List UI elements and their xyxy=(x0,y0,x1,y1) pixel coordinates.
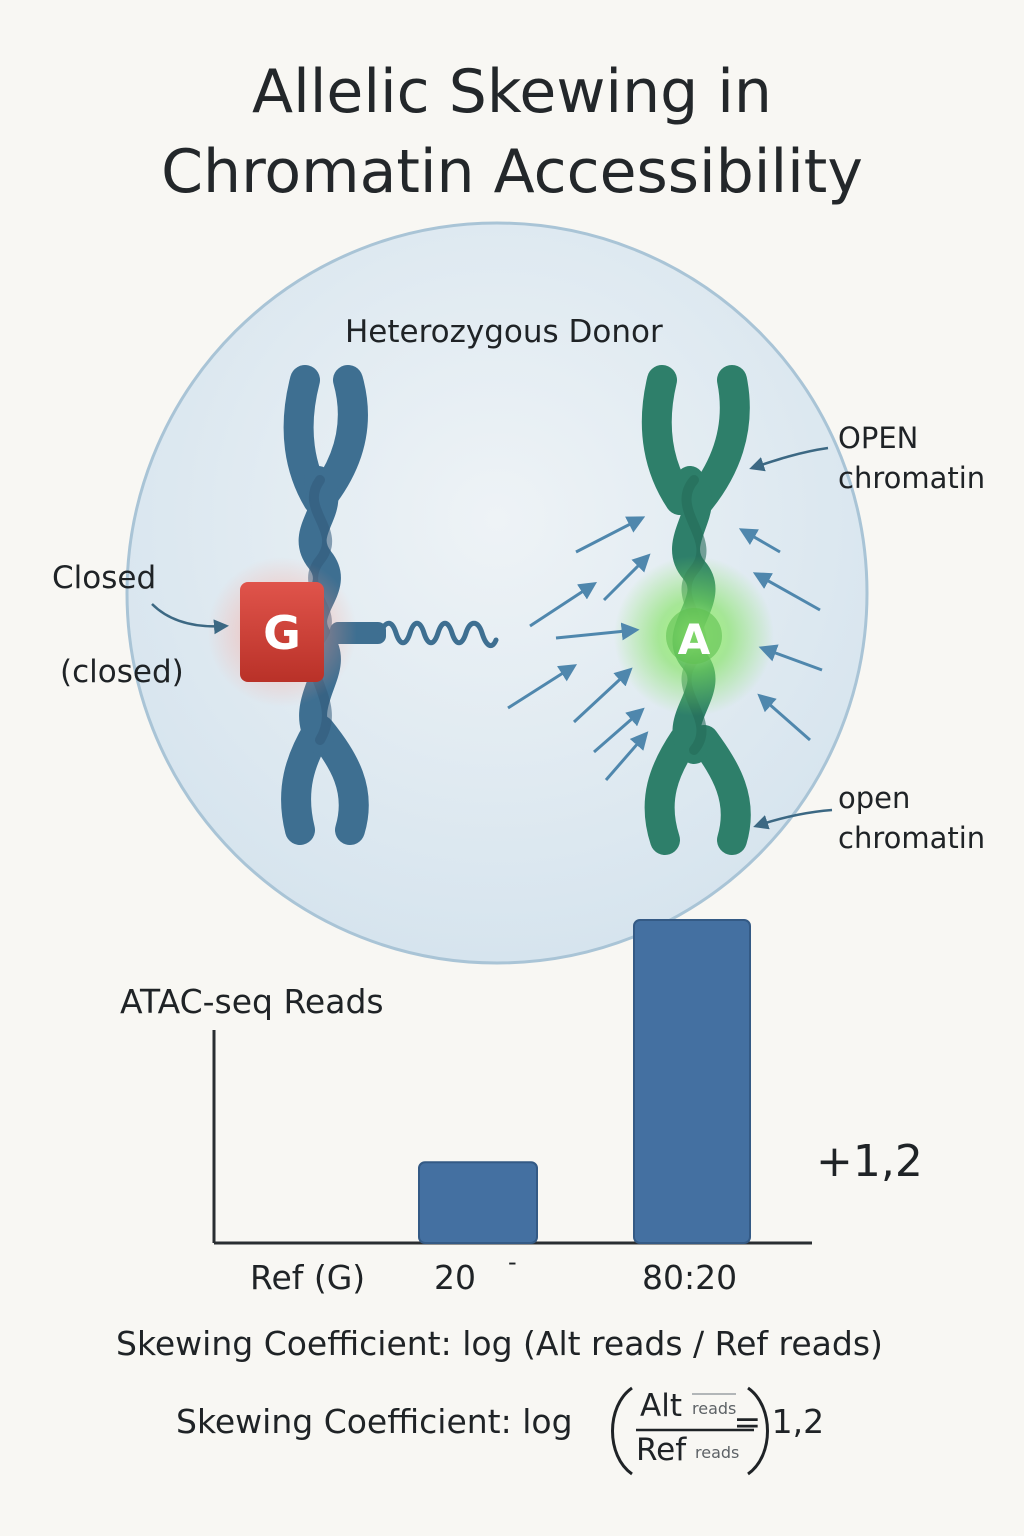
title-line-1: Allelic Skewing in xyxy=(252,57,772,127)
formula-result: = 1,2 xyxy=(733,1402,825,1441)
open-label-bottom-line2: chromatin xyxy=(838,821,986,855)
open-chromatin-label-bottom: open chromatin xyxy=(838,778,985,858)
title-line-2: Chromatin Accessibility xyxy=(161,137,863,207)
alt-allele-letter: A xyxy=(678,615,711,664)
open-label-top-line2: chromatin xyxy=(838,461,986,495)
skew-annotation: +1,2 xyxy=(816,1136,923,1187)
alt-chromosome xyxy=(641,365,751,855)
page-title: Allelic Skewing in Chromatin Accessibili… xyxy=(0,52,1024,212)
open-label-top-line1: OPEN xyxy=(838,421,919,455)
formula-line-1: Skewing Coefficient: log (Alt reads / Re… xyxy=(116,1324,883,1363)
ref-allele-box xyxy=(240,582,324,682)
formula-prefix: Skewing Coefficient: log xyxy=(176,1402,573,1441)
x-tick-label-ratio: 80:20 xyxy=(642,1258,738,1297)
label-pointers xyxy=(151,446,833,830)
ref-allele-letter: G xyxy=(263,606,301,660)
bar-chart xyxy=(212,919,812,1245)
cell-label: Heterozygous Donor xyxy=(345,314,663,350)
bar-2 xyxy=(633,919,751,1244)
x-tick-extra: - xyxy=(508,1248,517,1276)
x-tick-label-20: 20 xyxy=(434,1258,476,1297)
alt-allele-dot xyxy=(666,608,722,664)
closed-paren-label: (closed) xyxy=(60,654,184,690)
fraction-denominator: Ref xyxy=(636,1432,687,1468)
fraction-denominator-sub: reads xyxy=(695,1443,739,1462)
open-chromatin-label-top: OPEN chromatin xyxy=(838,418,985,498)
bar-1 xyxy=(418,1161,538,1244)
x-tick-label-ref: Ref (G) xyxy=(250,1258,366,1297)
right-paren xyxy=(747,1386,769,1476)
open-label-bottom-line1: open xyxy=(838,781,911,815)
left-paren xyxy=(611,1386,633,1476)
fraction-numerator: Alt xyxy=(640,1388,682,1424)
formula-fraction: Alt reads Ref reads xyxy=(611,1386,769,1476)
accessibility-arrows xyxy=(507,516,823,781)
fraction-numerator-sub: reads xyxy=(692,1399,736,1418)
closed-label: Closed xyxy=(52,560,157,596)
formula-line-2: Skewing Coefficient: log = 1,2 xyxy=(176,1402,824,1441)
y-axis-label: ATAC-seq Reads xyxy=(120,982,384,1021)
